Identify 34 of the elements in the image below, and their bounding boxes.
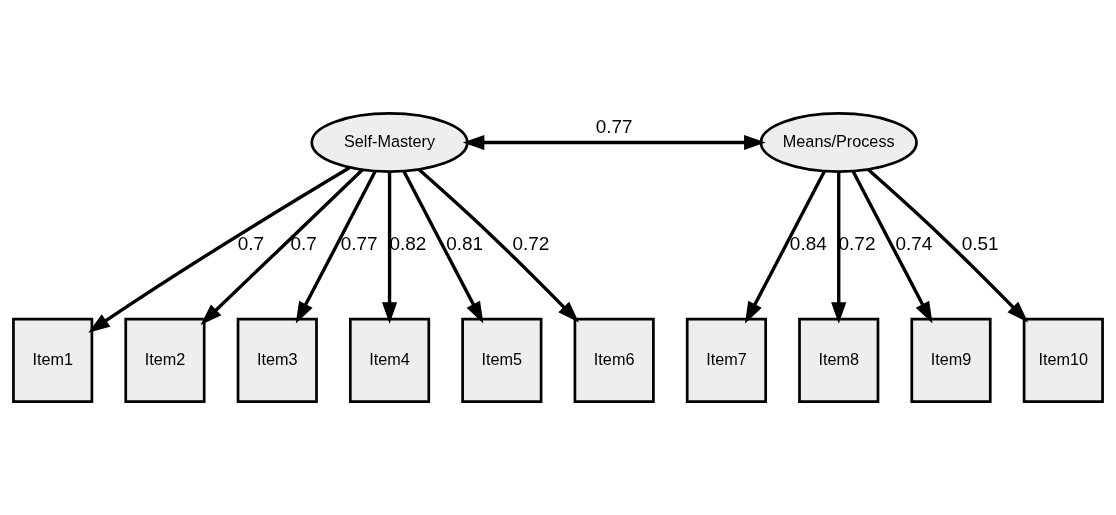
arrow — [381, 172, 398, 324]
edge-label: 0.7 — [290, 233, 317, 255]
node-ellipse: Self-Mastery — [310, 112, 469, 173]
edge-label: 0.82 — [389, 233, 427, 255]
node-ellipse: Means/Process — [759, 112, 918, 173]
node-box: Item9 — [910, 317, 992, 403]
edge-label: 0.84 — [789, 233, 827, 255]
arrow — [867, 168, 1029, 323]
node-box: Item2 — [124, 317, 206, 403]
arrow — [831, 172, 847, 324]
arrow — [462, 134, 766, 151]
edge-label: 0.74 — [895, 233, 933, 255]
arrow — [200, 168, 364, 325]
node-box: Item1 — [12, 317, 94, 403]
edge-label: 0.72 — [512, 233, 550, 255]
arrow — [418, 168, 579, 323]
edge-label: 0.77 — [595, 116, 633, 138]
node-box: Item8 — [798, 317, 880, 403]
node-box: Item7 — [685, 317, 768, 403]
node-box: Item6 — [573, 317, 655, 403]
node-box: Item4 — [348, 317, 431, 403]
edge-label: 0.72 — [838, 233, 876, 255]
node-box: Item3 — [236, 317, 318, 403]
edge-label: 0.81 — [446, 233, 484, 255]
arrow — [744, 170, 826, 324]
edge-label: 0.77 — [340, 233, 378, 255]
edge-label: 0.51 — [961, 233, 999, 255]
arrow — [295, 170, 377, 324]
node-box: Item10 — [1022, 317, 1104, 403]
node-box: Item5 — [461, 317, 543, 403]
arrow — [402, 170, 484, 324]
arrow — [88, 166, 351, 333]
arrow — [851, 170, 933, 324]
edge-label: 0.7 — [237, 233, 265, 255]
